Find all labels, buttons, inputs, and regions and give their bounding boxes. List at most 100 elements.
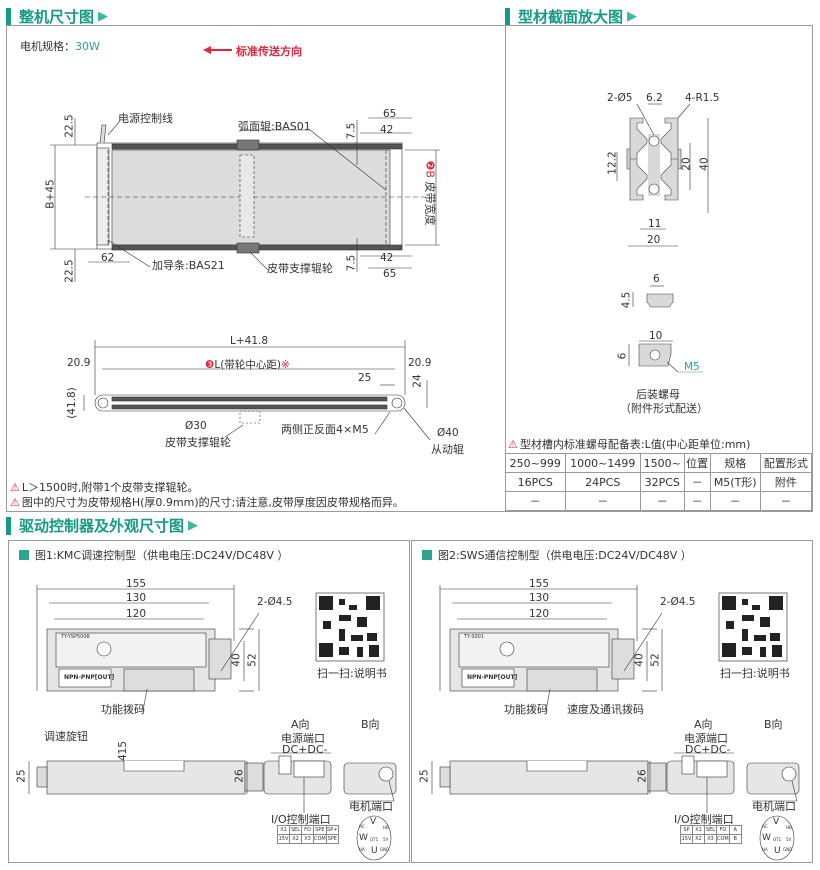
io-pin: X2	[692, 834, 705, 844]
npn-pnp-label: NPN-PNP[OUT]	[64, 674, 115, 681]
table-header: 1500~	[639, 453, 685, 473]
b-direction-label: B向	[361, 718, 380, 731]
t-nut-drawing	[646, 293, 674, 308]
dim-120: 120	[529, 608, 550, 620]
driver-drawing	[431, 585, 800, 861]
conveyor-side-view	[94, 394, 406, 424]
note-2: ⚠图中的尺寸为皮带规格H(厚0.9mm)的尺寸;请注意,皮带厚度因皮带规格而异。	[10, 494, 404, 510]
label-guide-strip: 加导条:BAS21	[152, 259, 225, 272]
dc-label: DC+DC-	[282, 743, 328, 756]
l-mark: ❸	[205, 359, 215, 371]
dim-26: 26	[233, 769, 246, 783]
profile-panel	[505, 25, 813, 512]
driver-title: 图1:KMC调速控制型（供电电压:DC24V/DC48V ）	[19, 547, 288, 563]
io-pin: SP	[680, 825, 693, 835]
dim-25: 25	[15, 769, 28, 783]
dim-65-top: 65	[383, 108, 397, 120]
controller-model: TY-S001	[464, 634, 485, 640]
nut-table-title-text: 型材槽内标准螺母配备表:L值(中心距单位:mm)	[519, 438, 751, 451]
overall-drawing	[50, 46, 709, 441]
nut-dim-6: 6	[653, 273, 660, 285]
dim-41-8: (41.8)	[65, 387, 78, 419]
dim-65-bottom: 65	[383, 268, 397, 280]
nut2-m5: M5	[684, 361, 700, 373]
pin-5v: 5V	[786, 837, 792, 842]
motor-pin-outline	[759, 815, 795, 861]
io-pin: X3	[704, 834, 717, 844]
pin-u: U	[774, 846, 781, 856]
warning-icon: ⚠	[508, 438, 518, 451]
table-cell: 附件	[759, 472, 813, 492]
table-cell: －	[683, 472, 711, 492]
a-direction-label: A向	[291, 718, 310, 731]
dc-label: DC+DC-	[685, 743, 731, 756]
dim-hole: 2-Ø4.5	[660, 596, 696, 608]
io-pin: A	[728, 825, 742, 835]
dim-25: 25	[418, 769, 431, 783]
dim-20-v: 20	[680, 157, 693, 171]
pin-hc: HC	[359, 824, 365, 829]
io-pin: X1	[277, 825, 290, 835]
io-pin: COM	[313, 834, 327, 844]
label-support-roller: 皮带支撑辊轮	[267, 262, 333, 275]
nut2-dim-10: 10	[649, 330, 663, 342]
dim-12-2: 12.2	[606, 151, 619, 175]
section-title: 整机尺寸图	[19, 8, 95, 26]
io-pin: FO	[716, 825, 730, 835]
table-cell: －	[709, 491, 761, 511]
io-pin: 15V	[277, 834, 290, 844]
table-row: －－－－－－	[505, 491, 813, 511]
io-pin: X2	[289, 834, 302, 844]
dim-hole: 2-Ø4.5	[257, 596, 293, 608]
table-header: 配置形式	[759, 453, 813, 473]
dim-24: 24	[411, 374, 424, 388]
dim-415: 415	[117, 740, 130, 762]
square-bullet-icon	[19, 550, 29, 560]
dim-62: 62	[101, 252, 115, 264]
label-curved-roller: 弧面辊:BAS01	[238, 120, 311, 133]
motor-spec-label: 电机规格：	[20, 40, 75, 53]
belt-width-label: 皮带宽度	[423, 181, 437, 226]
dim-belt-width: ❷B 皮带宽度	[422, 161, 438, 226]
dim-40: 40	[698, 157, 711, 171]
dim-20-h: 20	[647, 234, 661, 246]
table-cell: 24PCS	[564, 472, 641, 492]
direction-label: 标准传送方向	[236, 45, 302, 58]
table-header: 250~999	[505, 453, 566, 473]
dim-7-5-bottom: 7.5	[345, 254, 358, 272]
qr-caption: 扫一扫:说明书	[317, 667, 387, 680]
nut-note: （附件形式配送）	[620, 402, 708, 415]
pin-w: W	[359, 833, 368, 843]
dim-52: 52	[649, 653, 662, 667]
table-cell: －	[759, 491, 813, 511]
table-cell: M5(T形)	[709, 472, 761, 492]
rear-nut-drawing	[638, 343, 672, 367]
pin-v: V	[370, 817, 377, 827]
note-text: 图中的尺寸为皮带规格H(厚0.9mm)的尺寸;请注意,皮带厚度因皮带规格而异。	[21, 496, 404, 509]
motor-port-label: 电机端口	[349, 800, 393, 813]
controller-top-view	[449, 628, 635, 692]
arrow-right-icon: ▶	[98, 9, 109, 24]
dim-22-5-bottom: 22.5	[63, 259, 76, 283]
dim-22-5-top: 22.5	[63, 114, 76, 138]
l-label: L(带轮中心距)	[214, 359, 281, 371]
io-pin: SPE	[325, 834, 339, 844]
dim-l: ❸L(带轮中心距)※	[205, 357, 290, 372]
io-pin: 15V	[680, 834, 693, 844]
dim-6-2: 6.2	[646, 92, 663, 104]
dim-20-9-right: 20.9	[408, 357, 432, 369]
dim-11: 11	[648, 218, 662, 230]
note-text: L＞1500时,附带1个皮带支撑辊轮。	[21, 481, 199, 494]
dim-155: 155	[529, 578, 550, 590]
motor-spec: 电机规格：30W	[20, 38, 100, 54]
arrow-right-icon: ▶	[627, 9, 638, 24]
section-title: 驱动控制器及外观尺寸图	[19, 517, 185, 535]
table-cell: －	[505, 491, 566, 511]
pin-u: U	[371, 846, 378, 856]
io-pin: SPE	[313, 825, 327, 835]
